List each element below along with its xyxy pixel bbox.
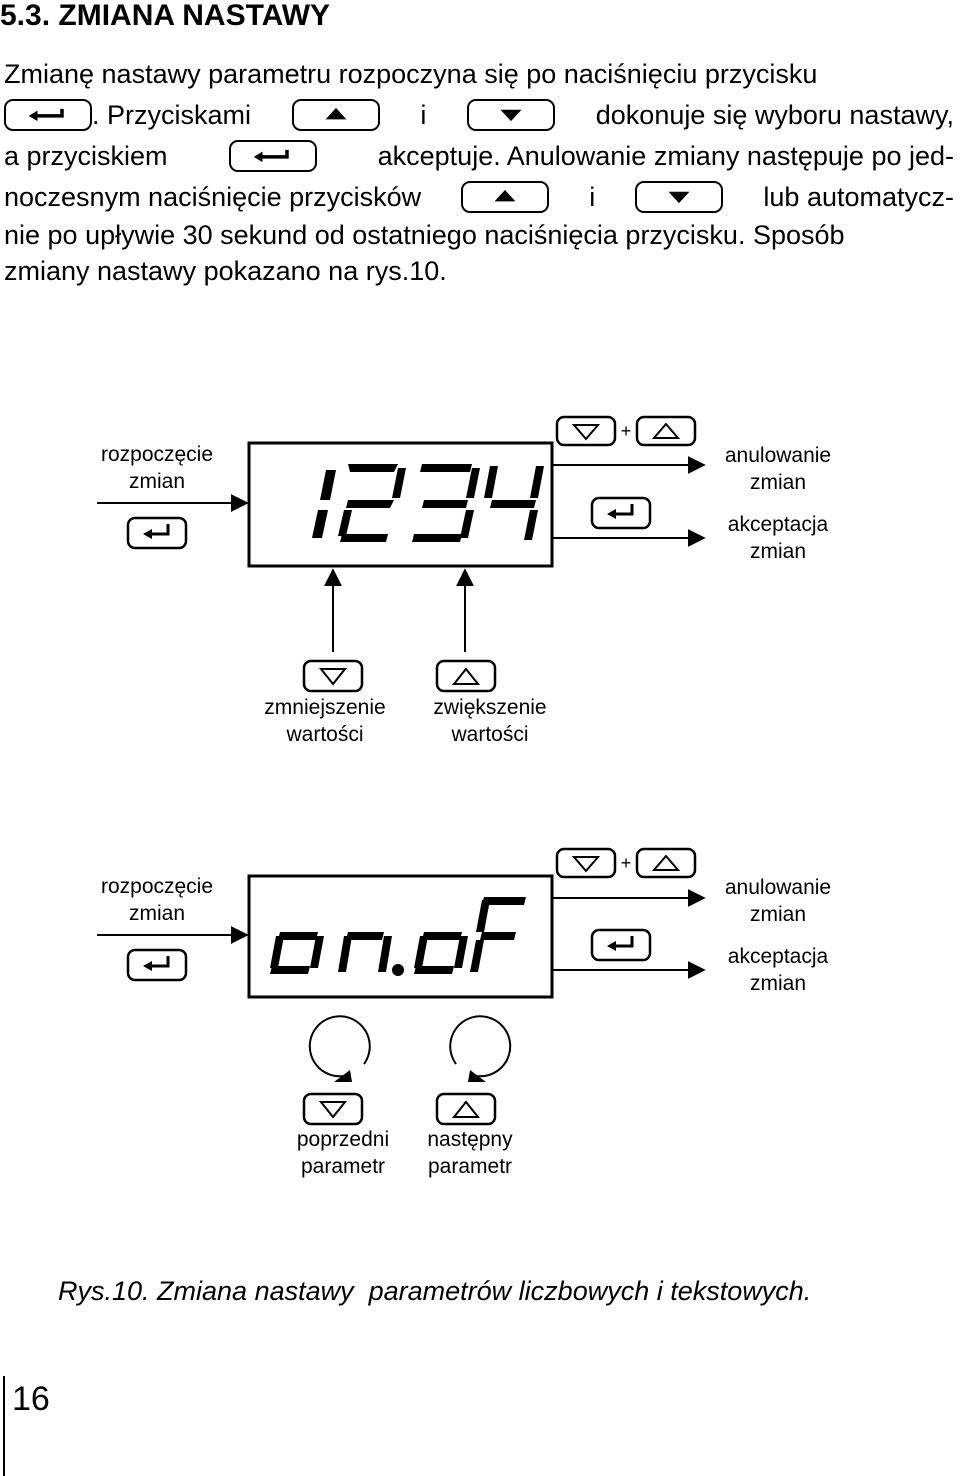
figure-caption: Rys.10. Zmiana nastawy parametrów liczbo… — [58, 1276, 812, 1306]
display-2-digits — [270, 897, 526, 976]
display-1-frame — [247, 441, 554, 568]
paragraph-line-1: Zmianę nastawy parametru rozpoczyna się … — [4, 59, 818, 89]
up-triangle-key-icon — [635, 415, 697, 447]
next-parameter-label: następny parametr — [427, 1128, 513, 1178]
paragraph-line-3: a przyciskiem akceptuje. Anulowanie zmia… — [4, 139, 954, 173]
enter-key-icon — [590, 928, 652, 962]
enter-key-icon — [590, 496, 652, 530]
paragraph-text: i — [420, 100, 427, 130]
paragraph-text: dokonuje się wyboru nastawy, — [595, 100, 954, 130]
cancel-change-label: anulowanie zmian — [724, 444, 832, 494]
rotation-arrow-icon — [449, 1015, 512, 1078]
enter-key-icon — [228, 140, 317, 172]
paragraph-text: lub automatycz- — [763, 182, 954, 212]
enter-key-icon — [126, 948, 188, 982]
page-margin-bar — [3, 1376, 5, 1476]
down-triangle-key-icon — [555, 847, 617, 879]
paragraph-text: noczesnym naciśnięcie przycisków — [4, 182, 422, 212]
start-change-label: rozpoczęcie zmian — [100, 875, 214, 925]
up-arrow-key-icon — [461, 181, 550, 213]
paragraph-text: . Przyciskami — [92, 100, 252, 130]
down-triangle-key-icon — [555, 415, 617, 447]
up-arrow-key-icon — [291, 99, 380, 131]
paragraph-line-6: zmiany nastawy pokazano na rys.10. — [4, 256, 447, 286]
previous-parameter-label: poprzedni parametr — [296, 1128, 390, 1178]
paragraph-text: akceptuje. Anulowanie zmiany następuje p… — [377, 141, 954, 171]
down-triangle-key-icon — [302, 659, 364, 693]
page-number: 16 — [12, 1380, 50, 1418]
decrease-value-label: zmniejszenie wartości — [264, 696, 386, 746]
increase-value-label: zwiększenie wartości — [433, 696, 547, 746]
down-arrow-key-icon — [467, 99, 556, 131]
paragraph-text: i — [589, 182, 596, 212]
enter-key-icon — [4, 99, 92, 131]
section-heading: 5.3. ZMIANA NASTAWY — [0, 0, 331, 32]
down-arrow-key-icon — [635, 181, 724, 213]
paragraph-text: a przyciskiem — [4, 141, 168, 171]
paragraph-line-2: . Przyciskami i dokonuje się wyboru nast… — [4, 98, 954, 132]
up-triangle-key-icon — [435, 659, 497, 693]
diagram-2 — [97, 847, 706, 1126]
cancel-change-label: anulowanie zmian — [724, 876, 832, 926]
display-2-frame — [247, 874, 554, 999]
diagram-1 — [97, 415, 706, 693]
enter-key-icon — [126, 516, 188, 550]
start-change-label: rozpoczęcie zmian — [100, 443, 214, 493]
rotation-arrow-icon — [308, 1015, 371, 1078]
up-triangle-key-icon — [635, 847, 697, 879]
down-triangle-key-icon — [302, 1092, 364, 1126]
accept-change-label: akceptacja zmian — [727, 945, 829, 995]
display-1-digits — [312, 464, 544, 542]
paragraph-line-4: noczesnym naciśnięcie przycisków i lub a… — [4, 180, 954, 214]
up-triangle-key-icon — [435, 1092, 497, 1126]
accept-change-label: akceptacja zmian — [727, 513, 829, 563]
plus-sign: + — [620, 853, 632, 873]
paragraph-line-5: nie po upływie 30 sekund od ostatniego n… — [4, 220, 845, 250]
plus-sign: + — [620, 421, 632, 441]
